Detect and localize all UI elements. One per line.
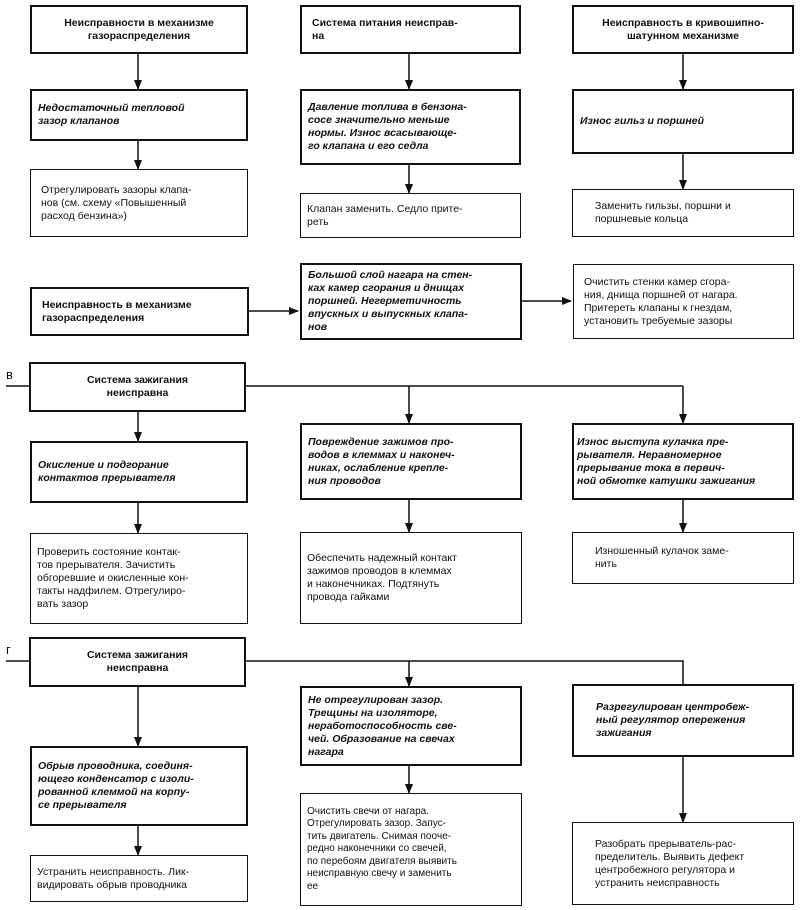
a2-fault-text: Система питания неисправ- на	[312, 16, 458, 42]
a3-fault-text: Неисправность в кривошипно- шатунном мех…	[602, 16, 764, 42]
a3-fault-box: Неисправность в кривошипно- шатунном мех…	[572, 5, 794, 54]
a1-action-box: Отрегулировать зазоры клапа- нов (см. сх…	[30, 169, 248, 237]
g1-cause-text: Обрыв проводника, соединя- ющего конденс…	[38, 760, 194, 811]
v3-action-text: Изношенный кулачок заме- нить	[595, 545, 729, 570]
a1-fault-box: Неисправности в механизме газораспределе…	[30, 5, 248, 54]
g1-cause-box: Обрыв проводника, соединя- ющего конденс…	[30, 746, 248, 826]
a1-fault-text: Неисправности в механизме газораспределе…	[64, 16, 214, 42]
v2-action-box: Обеспечить надежный контакт зажимов пров…	[300, 532, 522, 624]
v1-cause-box: Окисление и подгорание контактов прерыва…	[30, 441, 248, 503]
a3-cause-box: Износ гильз и поршней	[572, 89, 794, 154]
v3-cause-text: Износ выступа кулачка пре- рывателя. Нер…	[577, 435, 756, 487]
a2-action-text: Клапан заменить. Седло прите- реть	[307, 202, 463, 228]
b-fault-box: Неисправность в механизме газораспределе…	[30, 287, 249, 336]
b-action-text: Очистить стенки камер сгора- ния, днища …	[584, 275, 738, 327]
a3-cause-text: Износ гильз и поршней	[580, 115, 704, 127]
a3-action-text: Заменить гильзы, поршни и поршневые коль…	[595, 200, 731, 225]
v1-action-text: Проверить состояние контак- тов прерыват…	[37, 546, 189, 610]
g1-action-text: Устранить неисправность. Лик- видировать…	[37, 865, 190, 891]
v3-action-box: Изношенный кулачок заме- нить	[572, 532, 794, 584]
g-fault-box: Система зажигания неисправна	[29, 637, 246, 687]
b-fault-text: Неисправность в механизме газораспределе…	[42, 298, 192, 324]
a2-cause-box: Давление топлива в бензона- сосе значите…	[300, 89, 521, 165]
g2-cause-box: Не отрегулирован зазор. Трещины на изоля…	[300, 686, 522, 766]
v1-action-box: Проверить состояние контак- тов прерыват…	[30, 533, 248, 624]
a1-action-text: Отрегулировать зазоры клапа- нов (см. сх…	[41, 183, 192, 222]
g1-action-box: Устранить неисправность. Лик- видировать…	[30, 855, 248, 902]
a3-action-box: Заменить гильзы, поршни и поршневые коль…	[572, 189, 794, 237]
section-v-letter: в	[6, 367, 13, 382]
v2-cause-text: Повреждение зажимов про- водов в клеммах…	[308, 435, 455, 487]
a1-cause-box: Недостаточный тепловой зазор клапанов	[30, 89, 248, 141]
a1-cause-text: Недостаточный тепловой зазор клапанов	[38, 102, 185, 127]
v1-cause-text: Окисление и подгорание контактов прерыва…	[38, 459, 176, 484]
v3-cause-box: Износ выступа кулачка пре- рывателя. Нер…	[572, 423, 794, 500]
g3-action-text: Разобрать прерыватель-рас- пределитель. …	[595, 837, 745, 889]
a2-fault-box: Система питания неисправ- на	[300, 5, 521, 54]
v2-cause-box: Повреждение зажимов про- водов в клеммах…	[300, 423, 522, 500]
g2-cause-text: Не отрегулирован зазор. Трещины на изоля…	[308, 693, 457, 758]
a2-action-box: Клапан заменить. Седло прите- реть	[300, 193, 521, 238]
g2-action-text: Очистить свечи от нагара. Отрегулировать…	[307, 805, 457, 892]
g3-cause-box: Разрегулирован центробеж- ный регулятор …	[572, 684, 794, 757]
section-g-letter: г	[6, 642, 11, 657]
v-fault-box: Система зажигания неисправна	[29, 362, 246, 412]
v-fault-text: Система зажигания неисправна	[86, 374, 189, 399]
v2-action-text: Обеспечить надежный контакт зажимов пров…	[307, 552, 457, 603]
b-cause-box: Большой слой нагара на стен- ках камер с…	[300, 263, 522, 340]
g2-action-box: Очистить свечи от нагара. Отрегулировать…	[300, 793, 522, 906]
b-action-box: Очистить стенки камер сгора- ния, днища …	[573, 264, 794, 339]
g-fault-text: Система зажигания неисправна	[86, 649, 189, 674]
a2-cause-text: Давление топлива в бензона- сосе значите…	[308, 101, 467, 152]
g3-cause-text: Разрегулирован центробеж- ный регулятор …	[596, 701, 750, 739]
b-cause-text: Большой слой нагара на стен- ках камер с…	[308, 269, 473, 333]
section-g-branch-line	[246, 660, 684, 684]
g3-action-box: Разобрать прерыватель-рас- пределитель. …	[572, 822, 794, 905]
